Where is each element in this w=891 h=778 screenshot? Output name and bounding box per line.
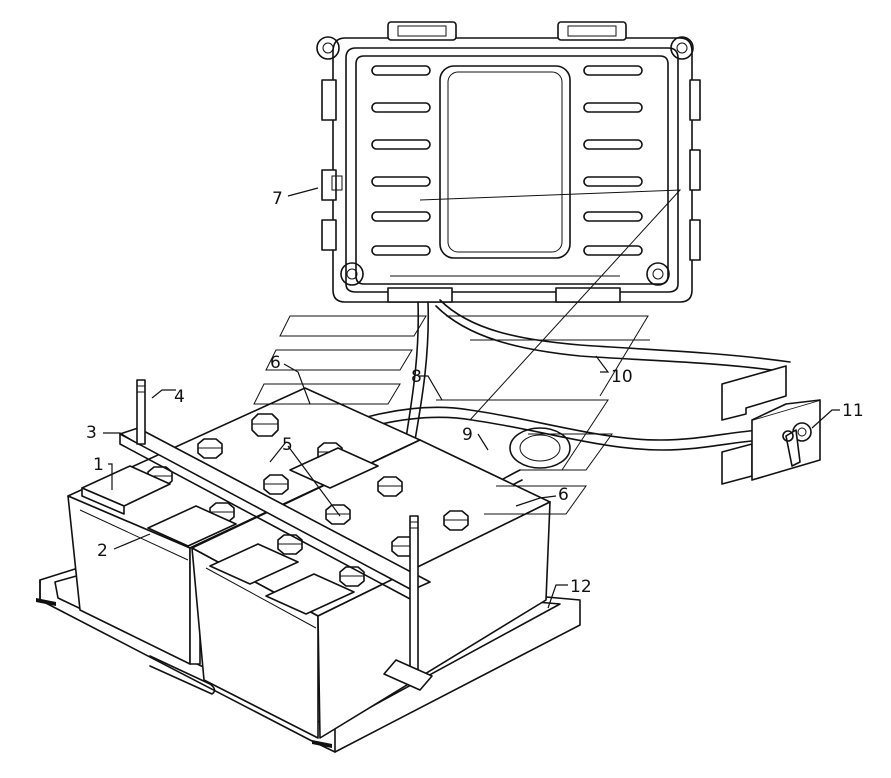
callout-3: 3 [86, 423, 97, 443]
leader-lines [103, 187, 840, 609]
callouts: 1 2 3 4 5 6 6 7 8 9 10 11 12 [86, 189, 864, 597]
callout-6-top: 6 [270, 353, 281, 373]
callout-7: 7 [272, 189, 283, 209]
callout-11: 11 [842, 401, 864, 421]
callout-4: 4 [174, 387, 185, 407]
battery-right [191, 439, 551, 739]
battery-box-cover [316, 21, 701, 303]
callout-9: 9 [462, 425, 473, 445]
callout-12: 12 [570, 577, 592, 597]
callout-8: 8 [411, 367, 422, 387]
callout-1: 1 [93, 455, 104, 475]
battery-switch [721, 365, 821, 485]
callout-6-bottom: 6 [558, 485, 569, 505]
vent-slots-left [371, 65, 431, 256]
callout-5: 5 [282, 435, 293, 455]
callout-10: 10 [611, 367, 633, 387]
callout-2: 2 [97, 541, 108, 561]
vent-slots-right [583, 65, 643, 256]
hold-down-rods [136, 379, 433, 691]
section-hatching [253, 189, 682, 515]
